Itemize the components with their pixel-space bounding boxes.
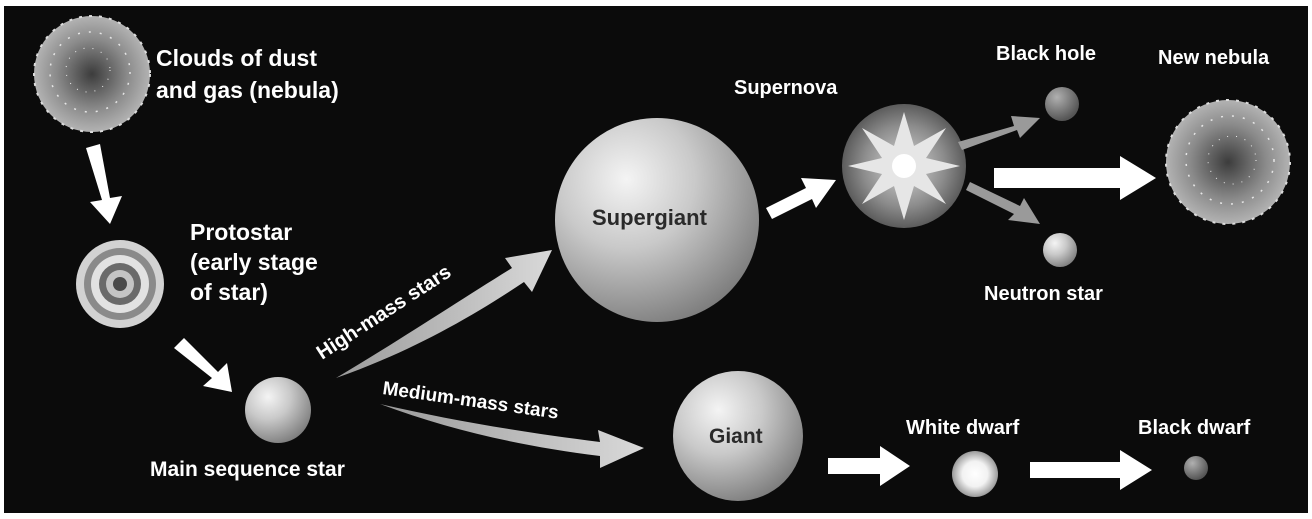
white-dwarf-sphere	[952, 451, 998, 497]
nebula-label-line1: Clouds of dust	[156, 45, 317, 71]
nebula-cloud	[34, 16, 150, 132]
protostar-label-line3: of star)	[190, 279, 268, 305]
supergiant-label: Supergiant	[592, 205, 708, 230]
neutron-star-sphere	[1043, 233, 1077, 267]
neutron-star-label: Neutron star	[984, 283, 1103, 305]
protostar-rings	[76, 240, 164, 328]
protostar-label-line1: Protostar	[190, 219, 292, 245]
new-nebula-cloud	[1166, 100, 1290, 224]
black-dwarf-sphere	[1184, 456, 1208, 480]
white-dwarf-label: White dwarf	[906, 417, 1020, 439]
supernova-label: Supernova	[734, 77, 838, 99]
supernova-burst	[842, 104, 966, 228]
protostar-label-line2: (early stage	[190, 249, 318, 275]
nebula-label-line2: and gas (nebula)	[156, 77, 339, 103]
main-sequence-label: Main sequence star	[150, 458, 345, 481]
black-hole-label: Black hole	[996, 43, 1096, 65]
black-dwarf-label: Black dwarf	[1138, 417, 1251, 439]
giant-label: Giant	[709, 425, 763, 448]
new-nebula-label: New nebula	[1158, 47, 1270, 69]
black-hole-sphere	[1045, 87, 1079, 121]
main-sequence-star	[245, 377, 311, 443]
